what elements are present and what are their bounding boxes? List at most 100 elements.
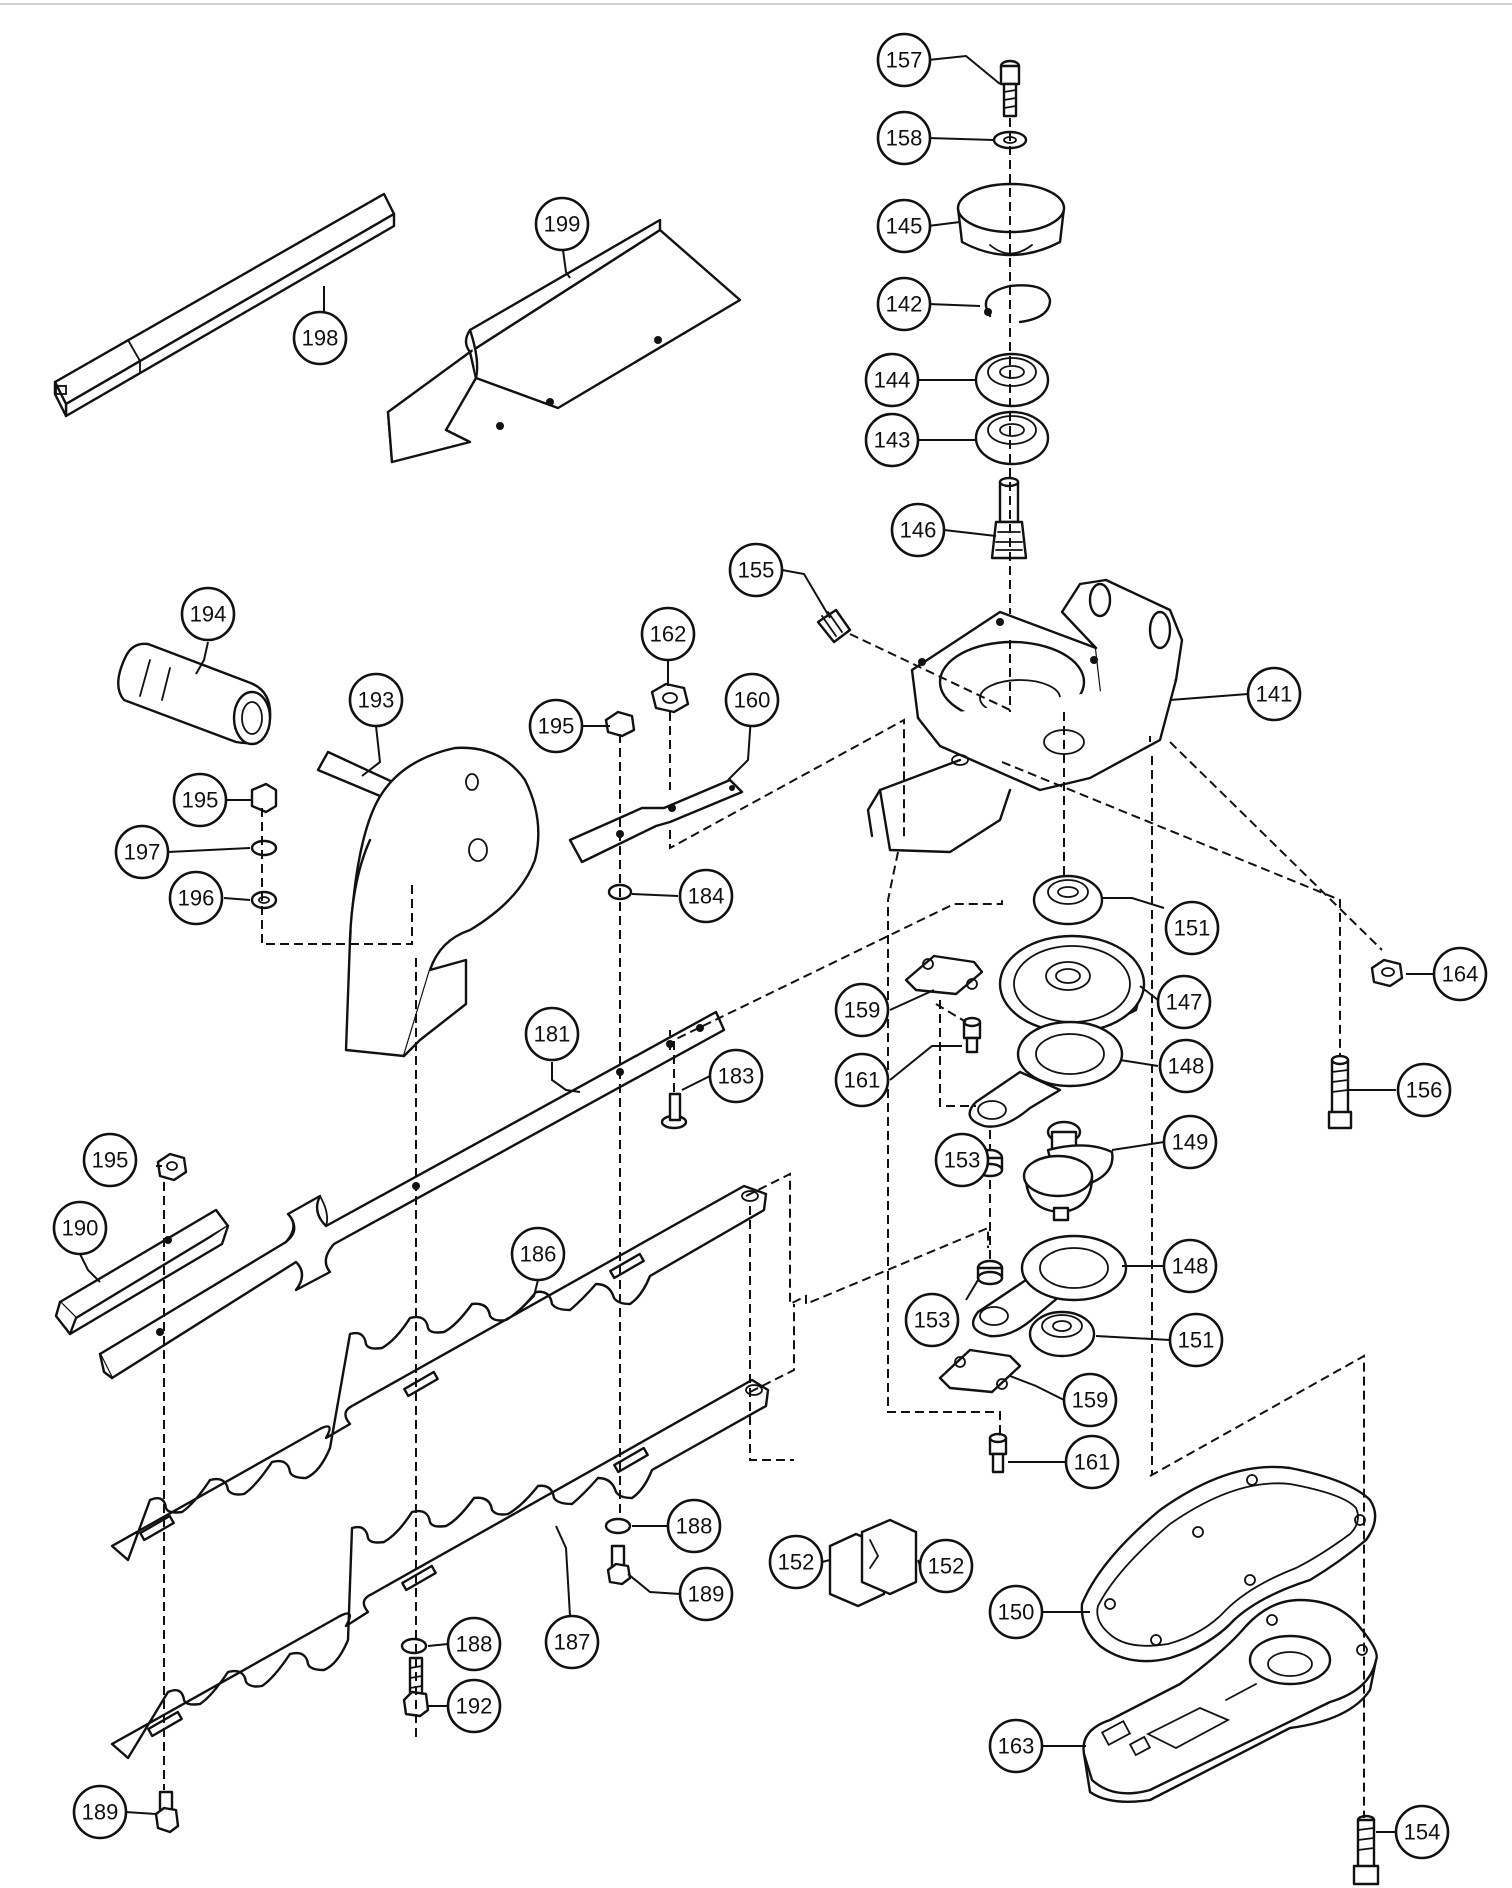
callout-195-left: 195: [172, 772, 228, 828]
callout-label: 163: [998, 1734, 1035, 1759]
part-195-nut-lower: [156, 1152, 188, 1182]
callout-label: 187: [554, 1630, 591, 1655]
callout-187: 187: [544, 1614, 600, 1670]
part-181-guide-bar: [98, 1010, 726, 1380]
callout-148-upper: 148: [1158, 1038, 1214, 1094]
part-161-screw-upper: [962, 1016, 982, 1054]
part-188-washer-lower: [400, 1637, 428, 1655]
part-147-gear: [998, 934, 1146, 1034]
part-199-cover: [386, 218, 742, 464]
part-159-cover-lower: [938, 1348, 1022, 1394]
callout-label: 154: [1404, 1820, 1441, 1845]
callout-181: 181: [524, 1006, 580, 1062]
callout-label: 181: [534, 1022, 571, 1047]
callout-label: 142: [886, 292, 923, 317]
callout-label: 157: [886, 48, 923, 73]
callout-label: 194: [190, 602, 227, 627]
callout-149: 149: [1162, 1114, 1218, 1170]
callout-195-center: 195: [528, 698, 584, 754]
part-164-nut: [1370, 958, 1404, 988]
part-159-cover-upper: [904, 954, 984, 996]
callout-151-lower: 151: [1168, 1312, 1224, 1368]
callout-145: 145: [876, 198, 932, 254]
callout-label: 186: [520, 1242, 557, 1267]
callout-189-lower: 189: [72, 1784, 128, 1840]
callout-label: 145: [886, 214, 923, 239]
part-190-plate: [54, 1208, 230, 1336]
part-151-bearing-lower: [1028, 1310, 1096, 1358]
callout-142: 142: [876, 276, 932, 332]
callout-label: 159: [844, 998, 881, 1023]
part-160-bracket: [568, 778, 744, 864]
parts-layer: [53, 59, 1404, 1886]
callout-193: 193: [348, 672, 404, 728]
callout-152-right: 152: [918, 1538, 974, 1594]
callout-label: 161: [1074, 1450, 1111, 1475]
part-156-bolt: [1327, 1054, 1353, 1130]
part-197-washer: [250, 839, 278, 857]
callout-label: 144: [874, 368, 911, 393]
callout-label: 148: [1168, 1054, 1205, 1079]
callout-162: 162: [640, 606, 696, 662]
callout-label: 153: [944, 1148, 981, 1173]
part-151-bearing-upper: [1032, 874, 1104, 926]
callout-150: 150: [988, 1584, 1044, 1640]
part-187-lower-blade: [110, 1378, 770, 1760]
callout-144: 144: [864, 352, 920, 408]
callout-label: 155: [738, 558, 775, 583]
callout-161-upper: 161: [834, 1052, 890, 1108]
callout-194: 194: [180, 586, 236, 642]
callout-label: 156: [1406, 1078, 1443, 1103]
callout-label: 152: [778, 1550, 815, 1575]
callout-label: 183: [718, 1064, 755, 1089]
callout-label: 198: [302, 326, 339, 351]
part-143-bearing: [974, 410, 1050, 466]
callout-148-lower: 148: [1162, 1238, 1218, 1294]
callout-label: 193: [358, 688, 395, 713]
callout-192: 192: [446, 1678, 502, 1734]
part-189-bolt-lower: [154, 1790, 180, 1834]
callout-label: 152: [928, 1554, 965, 1579]
callout-184: 184: [678, 868, 734, 924]
callout-label: 188: [456, 1632, 493, 1657]
callout-label: 188: [676, 1514, 713, 1539]
callout-183: 183: [708, 1048, 764, 1104]
part-141-gear-case: [866, 578, 1184, 854]
callout-163: 163: [988, 1718, 1044, 1774]
part-152-blocks: [828, 1518, 918, 1608]
callout-label: 158: [886, 126, 923, 151]
callout-157: 157: [876, 32, 932, 88]
callout-label: 162: [650, 622, 687, 647]
part-149-crank: [1022, 1120, 1114, 1222]
callout-198: 198: [292, 310, 348, 366]
callout-label: 196: [178, 886, 215, 911]
callout-label: 199: [544, 212, 581, 237]
callout-195-lower: 195: [82, 1132, 138, 1188]
callout-label: 184: [688, 884, 725, 909]
callout-label: 150: [998, 1600, 1035, 1625]
part-198-bar: [53, 192, 396, 418]
callout-label: 195: [538, 714, 575, 739]
callout-label: 151: [1174, 916, 1211, 941]
part-148-rod-lower: [971, 1234, 1128, 1338]
part-155-fitting: [816, 608, 852, 644]
callout-197: 197: [114, 824, 170, 880]
callout-label: 189: [82, 1800, 119, 1825]
callout-152-left: 152: [768, 1534, 824, 1590]
leader-lines: [79, 54, 1434, 1833]
callout-161-lower: 161: [1064, 1434, 1120, 1490]
callout-153-lower: 153: [904, 1292, 960, 1348]
callout-160: 160: [724, 672, 780, 728]
callout-156: 156: [1396, 1062, 1452, 1118]
callout-label: 190: [62, 1216, 99, 1241]
assembly-lines: [163, 118, 1383, 1818]
callout-189-upper: 189: [678, 1566, 734, 1622]
part-195-nut-left: [250, 782, 278, 814]
callout-155: 155: [728, 542, 784, 598]
callout-label: 160: [734, 688, 771, 713]
callout-158: 158: [876, 110, 932, 166]
callout-label: 148: [1172, 1254, 1209, 1279]
callout-164: 164: [1432, 946, 1488, 1002]
part-195-nut-center: [604, 710, 636, 738]
